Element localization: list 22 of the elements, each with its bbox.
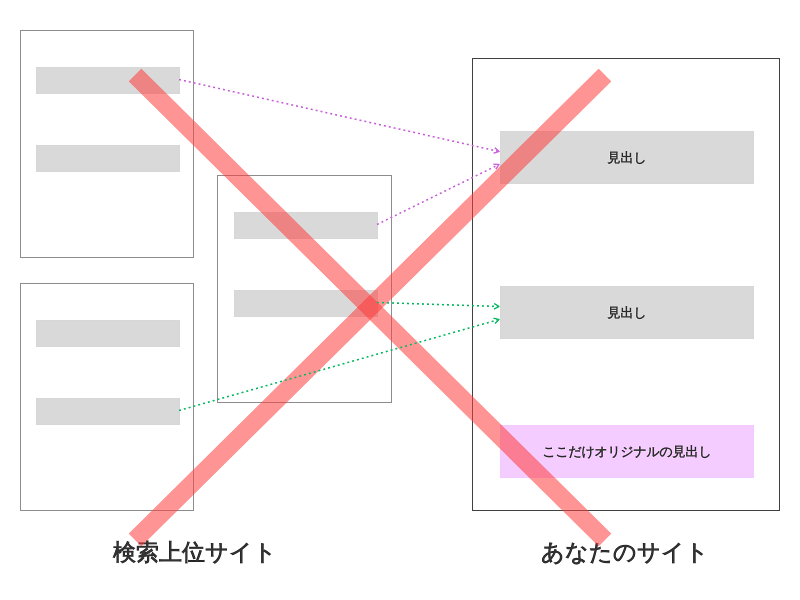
arrow <box>376 302 500 310</box>
heading-text: 見出し <box>608 150 646 166</box>
heading-bar <box>36 398 180 425</box>
heading-bar <box>500 286 754 339</box>
page-frame <box>20 283 194 511</box>
caption-text: あなたのサイト <box>541 539 709 568</box>
heading-bar <box>36 145 180 172</box>
heading-bar <box>234 290 378 317</box>
arrow <box>178 317 500 412</box>
page-frame <box>217 175 392 403</box>
page-frame <box>472 58 780 511</box>
arrow <box>178 78 500 154</box>
heading-text: 見出し <box>608 304 646 322</box>
page-frame <box>20 30 194 258</box>
caption-text: 検索上位サイト <box>113 539 277 568</box>
heading-bar <box>234 212 378 239</box>
arrow <box>376 163 500 226</box>
heading-bar <box>500 131 754 184</box>
heading-bar <box>36 320 180 347</box>
heading-text: ここだけオリジナルの見出し <box>542 444 712 460</box>
heading-bar <box>500 425 754 478</box>
heading-bar <box>36 67 180 94</box>
